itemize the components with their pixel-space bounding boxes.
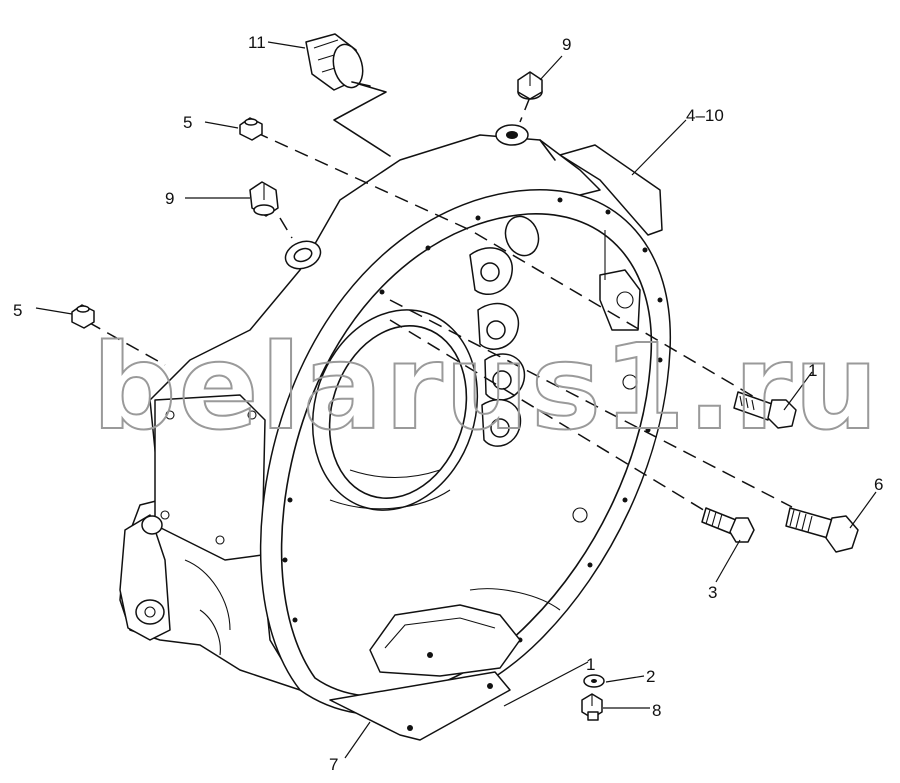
- callout-5-top: 5: [183, 113, 192, 132]
- callout-8: 8: [652, 701, 661, 720]
- callout-9-top: 9: [562, 35, 571, 54]
- callout-9-left: 9: [165, 189, 174, 208]
- callout-6: 6: [874, 475, 883, 494]
- plug-part-9-left: [249, 181, 279, 217]
- washer-part-2: [583, 674, 605, 688]
- plug-part-11: [305, 33, 371, 91]
- leader-lines: [35, 41, 877, 759]
- callout-11: 11: [248, 33, 266, 52]
- fitting-part-5-top: [239, 117, 263, 141]
- callout-1-right: 1: [808, 361, 817, 380]
- callout-labels: 11 9 5 9 4–10 5 1 6 3 1 2 8 7: [13, 33, 883, 774]
- bolt-part-3: [701, 507, 755, 543]
- callout-1-bottom: 1: [586, 655, 595, 674]
- callout-4-10: 4–10: [686, 106, 724, 125]
- mounting-bosses: [469, 215, 540, 447]
- flywheel-housing: [119, 124, 672, 741]
- bolt-part-1-right: [733, 391, 797, 429]
- plug-part-9-top: [517, 71, 543, 100]
- callout-7: 7: [329, 755, 338, 774]
- callout-3: 3: [708, 583, 717, 602]
- fitting-part-5-left: [71, 304, 95, 329]
- assembly-lines: [87, 81, 793, 521]
- watermark: belarus1.ru: [92, 318, 880, 456]
- bolt-part-8: [581, 693, 603, 721]
- bolt-part-6: [785, 507, 859, 553]
- washer: [284, 240, 322, 270]
- callout-5-left: 5: [13, 301, 22, 320]
- callout-2: 2: [646, 667, 655, 686]
